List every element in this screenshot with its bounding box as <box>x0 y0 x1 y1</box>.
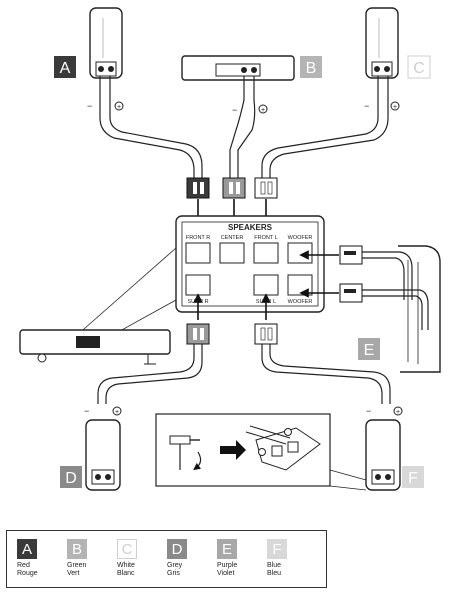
svg-text:C: C <box>413 60 425 77</box>
polarity-plus-c: + <box>393 104 397 111</box>
legend-swatch-c: C <box>117 539 137 559</box>
plug-f <box>254 323 278 345</box>
svg-text:A: A <box>60 60 71 77</box>
speaker-b <box>181 55 295 81</box>
connection-detail-inset <box>155 413 367 491</box>
polarity-plus-f: + <box>396 409 400 416</box>
polarity-minus-b: − <box>232 105 237 115</box>
plug-e-bottom <box>339 283 363 303</box>
cable-d <box>97 344 203 404</box>
plug-e-top <box>339 245 363 265</box>
polarity-plus-d: + <box>115 409 119 416</box>
port-front-r <box>185 242 211 264</box>
port-front-l <box>253 242 279 264</box>
svg-text:D: D <box>65 470 77 487</box>
port-label-woofer-bottom: WOOFER <box>288 299 313 305</box>
legend-swatch-d: D <box>167 539 187 559</box>
speaker-f-label: F <box>402 466 424 488</box>
speaker-c-label: C <box>407 55 431 79</box>
speaker-a-label: A <box>54 56 76 78</box>
polarity-minus-d: − <box>84 406 89 416</box>
port-surr-r <box>185 274 211 296</box>
speaker-f <box>365 419 401 491</box>
port-woofer-bottom <box>287 274 313 296</box>
port-woofer-top <box>287 242 313 264</box>
svg-text:F: F <box>408 470 418 487</box>
polarity-minus-c: − <box>364 101 369 111</box>
plug-d <box>186 323 210 345</box>
polarity-plus-b: + <box>261 107 265 114</box>
speaker-e-label: E <box>358 338 380 360</box>
speaker-d <box>85 419 121 491</box>
legend-swatch-a: A <box>17 539 37 559</box>
cable-f <box>261 344 391 404</box>
plug-a <box>186 177 210 199</box>
plug-b <box>222 177 246 199</box>
plug-c <box>254 177 278 199</box>
port-label-front-r: FRONT R <box>186 235 210 241</box>
polarity-plus-a: + <box>117 104 121 111</box>
legend-swatch-e: E <box>217 539 237 559</box>
speaker-d-label: D <box>60 466 82 488</box>
legend-swatch-f: F <box>267 539 287 559</box>
speaker-c <box>365 7 399 79</box>
cable-e <box>360 251 429 330</box>
subwoofer-e <box>398 245 441 373</box>
port-surr-l <box>253 274 279 296</box>
legend-swatch-b: B <box>67 539 87 559</box>
main-unit <box>19 329 171 365</box>
port-center <box>219 242 245 264</box>
panel-title: SPEAKERS <box>228 223 273 232</box>
speaker-a <box>89 7 123 79</box>
port-label-woofer-top: WOOFER <box>288 235 313 241</box>
cable-b <box>229 76 256 178</box>
cable-a <box>99 76 203 178</box>
speaker-b-label: B <box>300 56 322 78</box>
svg-text:B: B <box>306 60 317 77</box>
polarity-minus-a: − <box>87 101 92 111</box>
polarity-minus-f: − <box>366 406 371 416</box>
port-label-center: CENTER <box>221 235 244 241</box>
port-label-front-l: FRONT L <box>254 235 277 241</box>
svg-text:E: E <box>364 342 375 359</box>
speaker-terminal-panel: SPEAKERS FRONT R CENTER FRONT L WOOFER S… <box>175 215 325 313</box>
cable-c <box>261 76 389 178</box>
